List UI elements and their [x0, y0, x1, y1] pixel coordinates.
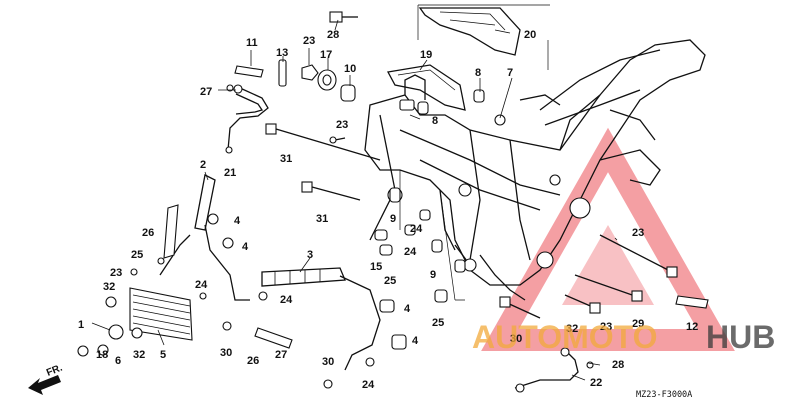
callout-16: 19: [420, 49, 432, 61]
callout-17: 20: [524, 29, 536, 41]
callout-24-b: 24: [404, 246, 417, 258]
callout-24-a: 24: [410, 223, 423, 235]
callout-22: 23: [336, 119, 348, 131]
callout-20: 23: [632, 227, 644, 239]
callout-7: 7: [507, 67, 513, 79]
callout-11-right: 12: [686, 321, 698, 333]
callout-8-top: 8: [475, 67, 481, 79]
callout-4-d: 4: [412, 335, 419, 347]
callout-31-left: 30: [220, 347, 232, 359]
rubber-mounts: [374, 89, 485, 350]
watermark-word-2: HUB: [706, 319, 775, 355]
callout-4-c: 4: [404, 303, 411, 315]
callout-23-a: 23: [110, 267, 122, 279]
callout-28-right: 29: [632, 318, 644, 330]
callout-18-left: 21: [224, 167, 236, 179]
callout-25-left: 25: [131, 249, 143, 261]
callout-31-lower: 30: [322, 356, 334, 368]
long-bolts-right: [499, 234, 709, 319]
callout-14: 17: [320, 49, 332, 61]
callout-21: 23: [303, 35, 315, 47]
callout-30-mid: 31: [316, 213, 328, 225]
oil-cooler-hose-2: [159, 174, 216, 276]
collar-11-pin: [234, 65, 264, 78]
rubber-26-lower: [254, 327, 293, 349]
leader-lines: [91, 19, 618, 381]
callout-32-a: 32: [103, 281, 115, 293]
callout-28-top: 28: [327, 29, 339, 41]
bracket-16: [386, 64, 466, 111]
callout-18-right: 22: [590, 377, 602, 389]
oil-pipe: [204, 224, 381, 371]
frame-cover-17: [417, 4, 550, 70]
nut-21: [301, 64, 319, 81]
callout-27-left: 27: [200, 86, 212, 98]
bolt-28-top: [329, 11, 358, 23]
callout-24-c: 25: [384, 275, 396, 287]
callout-23-c: 24: [280, 294, 293, 306]
bushing-14: [317, 69, 337, 91]
callout-30-upper: 31: [280, 153, 292, 165]
callout-12: 13: [276, 47, 288, 59]
callout-29: 30: [510, 333, 522, 345]
bracket-18-left: [225, 84, 269, 154]
callout-2: 2: [200, 159, 206, 171]
callout-30-right: 32: [566, 323, 578, 335]
diagram-code: MZ23-F3000A: [636, 390, 692, 400]
front-label: FR.: [45, 362, 64, 378]
callout-27-right: 28: [612, 359, 624, 371]
callout-9-b: 9: [430, 269, 436, 281]
collar-10: [340, 84, 356, 102]
callout-11-top: 11: [246, 37, 258, 49]
callout-6: 6: [115, 355, 121, 367]
callout-1: 1: [78, 319, 84, 331]
callout-25-lower: 26: [247, 355, 259, 367]
callout-26-left: 26: [142, 227, 154, 239]
callout-24-d: 25: [432, 317, 444, 329]
callout-labels: 28 20 11 23 19 13 17 10 8 7 27 8 23 31 2…: [78, 29, 698, 391]
callout-32-b: 32: [133, 349, 145, 361]
pin-12: [278, 59, 287, 87]
watermark-word-1: AUTOMOTO: [472, 319, 657, 355]
callout-19: 23: [600, 321, 612, 333]
front-direction-arrow: FR.: [28, 362, 64, 395]
hose-3: [261, 267, 346, 287]
small-bolt-22: [329, 136, 346, 144]
watermark-text: AUTOMOTO HUB: [472, 319, 775, 355]
callout-13: 15: [370, 261, 382, 273]
callout-9-a: 9: [390, 213, 396, 225]
callout-5: 5: [160, 349, 166, 361]
rubber-26-left: [163, 204, 179, 259]
callout-4-b: 4: [242, 241, 249, 253]
callout-8-mid: 8: [432, 115, 438, 127]
callout-4-a: 4: [234, 215, 241, 227]
bolt-30-upper: [265, 123, 381, 161]
callout-23-b: 24: [195, 279, 208, 291]
oil-cooler: [129, 287, 193, 341]
bolt-30-mid: [301, 181, 361, 201]
callout-26-lower: 27: [275, 349, 287, 361]
watermark-logo: [481, 127, 735, 351]
callout-10: 10: [344, 63, 356, 75]
fittings-left: [77, 84, 375, 389]
callout-15: 18: [96, 349, 108, 361]
callout-23-d: 24: [362, 379, 375, 391]
callout-3: 3: [307, 249, 313, 261]
